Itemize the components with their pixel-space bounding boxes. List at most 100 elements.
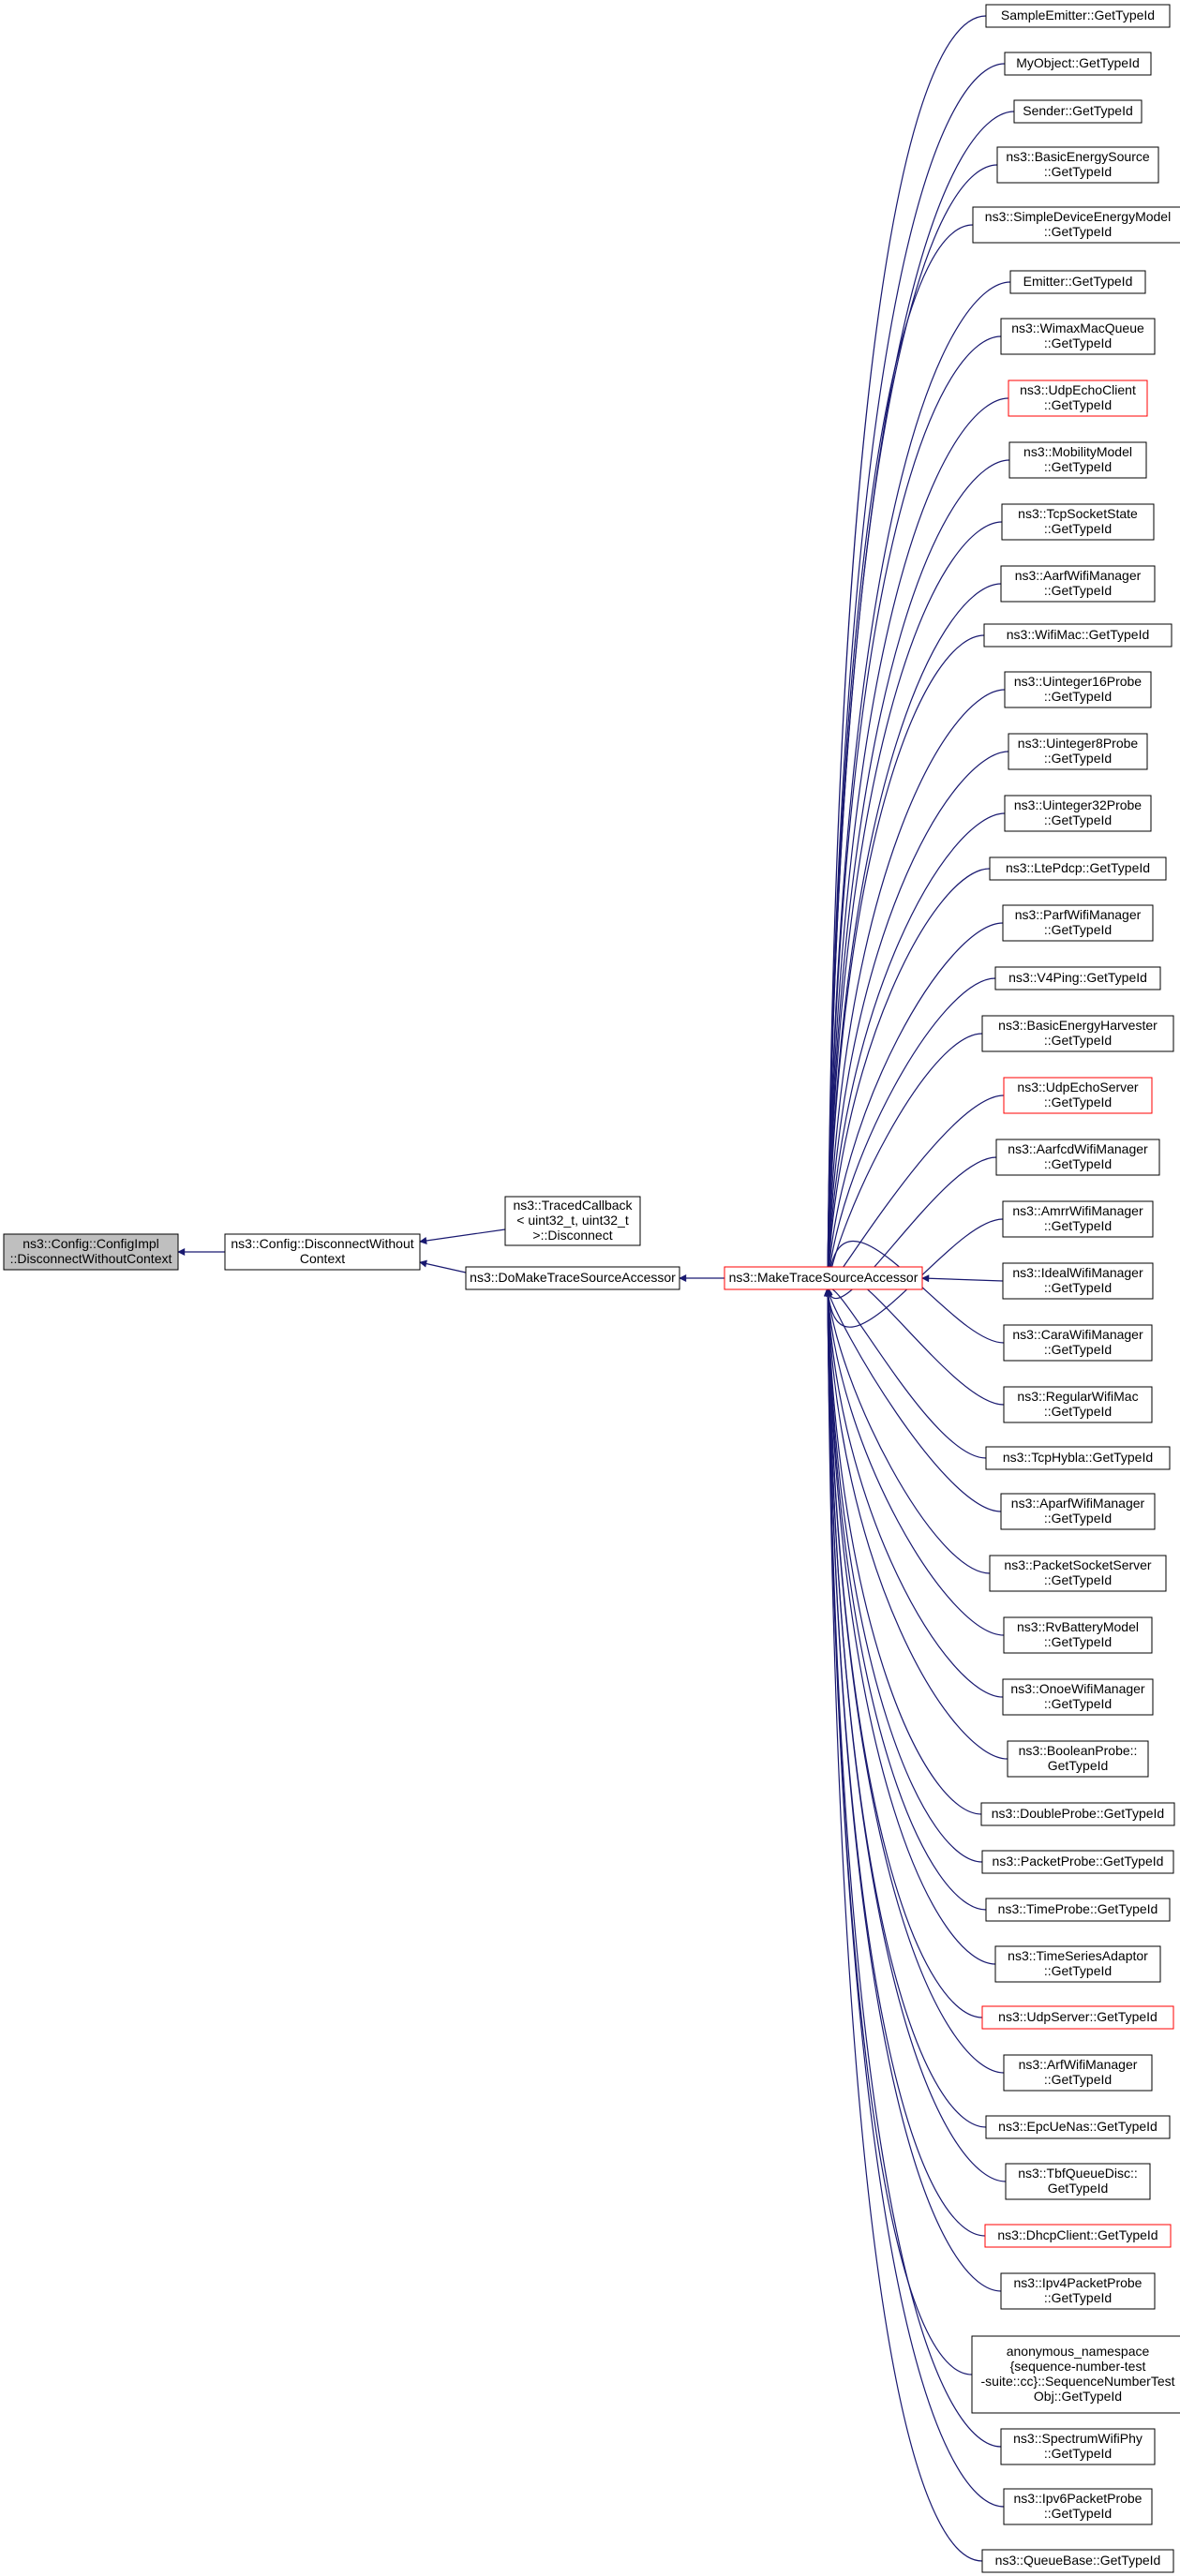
node-caller[interactable]: ns3::Uinteger8Probe::GetTypeId [1008,733,1148,770]
node-caller[interactable]: ns3::Uinteger32Probe::GetTypeId [1004,795,1152,832]
node-do-make-trace-source-accessor[interactable]: ns3::DoMakeTraceSourceAccessor [465,1266,680,1290]
node-caller-box [994,1945,1161,1983]
node-caller[interactable]: MyObject::GetTypeId [1004,52,1152,76]
edge-caller-to-make [824,1288,1005,2074]
node-caller[interactable]: ns3::Ipv6PacketProbe::GetTypeId [1003,2488,1153,2525]
node-config-impl-disconnect-without-context[interactable]: ns3::Config::ConfigImpl::DisconnectWitho… [3,1233,179,1271]
node-caller[interactable]: Emitter::GetTypeId [1009,270,1146,294]
node-caller[interactable]: ns3::AarfWifiManager::GetTypeId [1000,565,1156,603]
node-caller-box [1000,318,1156,355]
node-caller[interactable]: Sender::GetTypeId [1013,99,1143,124]
edges-layer [177,15,1015,2562]
node-caller-box [1002,1678,1154,1716]
node-caller[interactable]: ns3::BasicEnergySource::GetTypeId [996,146,1159,184]
node-caller[interactable]: ns3::QueueBase::GetTypeId [981,2549,1174,2573]
node-caller-box [981,1015,1174,1052]
edge-caller-to-make [824,1288,987,1911]
node-caller[interactable]: ns3::TcpHybla::GetTypeId [985,1446,1171,1470]
node-caller[interactable]: ns3::V4Ping::GetTypeId [994,966,1161,990]
node-caller-label-line: Sender::GetTypeId [1023,103,1133,118]
node-caller-label-line: ns3::BooleanProbe:: [1019,1743,1138,1758]
node-caller-label-line: ns3::RvBatteryModel [1017,1619,1139,1634]
node-caller-label-line: anonymous_namespace [1007,2344,1150,2359]
node-caller-label-line: ns3::QueueBase::GetTypeId [995,2553,1161,2568]
node-caller[interactable]: ns3::LtePdcp::GetTypeId [989,856,1167,881]
node-caller-label-line: ::GetTypeId [1044,2072,1112,2087]
node-caller[interactable]: ns3::AarfcdWifiManager::GetTypeId [995,1139,1160,1176]
node-caller[interactable]: ns3::OnoeWifiManager::GetTypeId [1002,1678,1154,1716]
node-caller[interactable]: ns3::CaraWifiManager::GetTypeId [1003,1324,1153,1362]
node-caller[interactable]: ns3::SimpleDeviceEnergyModel::GetTypeId [972,206,1180,244]
node-caller[interactable]: ns3::TimeSeriesAdaptor::GetTypeId [994,1945,1161,1983]
node-caller[interactable]: ns3::DoubleProbe::GetTypeId [980,1802,1175,1826]
node-caller-label-line: ::GetTypeId [1044,1156,1112,1171]
node-caller[interactable]: ns3::DhcpClient::GetTypeId [984,2224,1172,2248]
node-config-disconnect-without-context[interactable]: ns3::Config::DisconnectWithoutContext [224,1233,421,1271]
node-caller-box [1000,2428,1156,2465]
node-caller[interactable]: ns3::PacketSocketServer::GetTypeId [989,1555,1167,1592]
node-caller[interactable]: ns3::UdpEchoClient::GetTypeId [1008,380,1148,417]
node-caller[interactable]: ns3::MobilityModel::GetTypeId [1008,441,1147,479]
node-caller-box [995,1139,1160,1176]
node-caller[interactable]: ns3::SpectrumWifiPhy::GetTypeId [1000,2428,1156,2465]
node-caller-label-line: ::GetTypeId [1044,335,1112,350]
node-caller-label-line: ns3::OnoeWifiManager [1010,1681,1145,1696]
node-caller[interactable]: SampleEmitter::GetTypeId [985,4,1171,28]
edge-caller-to-make [824,459,1010,1288]
edge-caller-to-make [824,1288,983,2562]
node-caller[interactable]: ns3::BasicEnergyHarvester::GetTypeId [981,1015,1174,1052]
node-caller[interactable]: ns3::AparfWifiManager::GetTypeId [1000,1493,1156,1530]
node-config-impl-disconnect-without-context-label-line: ::DisconnectWithoutContext [10,1251,172,1266]
node-caller[interactable]: ns3::EpcUeNas::GetTypeId [985,2115,1171,2139]
edge-caller-to-make [824,1288,986,2237]
node-caller-box [981,2005,1174,2030]
node-caller-label-line: ::GetTypeId [1044,1963,1112,1978]
node-traced-callback-disconnect-label-line: >::Disconnect [532,1228,612,1243]
node-caller[interactable]: ns3::Ipv4PacketProbe::GetTypeId [1000,2272,1156,2310]
node-caller[interactable]: ns3::UdpEchoServer::GetTypeId [1003,1077,1153,1114]
edge-caller-to-make [824,689,1006,1288]
node-caller[interactable]: ns3::ArfWifiManager::GetTypeId [1003,2054,1153,2092]
node-caller[interactable]: anonymous_namespace{sequence-number-test… [971,2335,1180,2414]
node-caller-box [985,1898,1171,1922]
node-caller[interactable]: ns3::WifiMac::GetTypeId [983,623,1173,648]
node-config-disconnect-without-context-label-line: ns3::Config::DisconnectWithout [231,1236,413,1251]
node-caller[interactable]: ns3::PacketProbe::GetTypeId [981,1850,1174,1874]
node-caller-label-line: SampleEmitter::GetTypeId [1001,7,1155,22]
node-caller[interactable]: ns3::BooleanProbe::GetTypeId [1007,1740,1149,1778]
node-caller[interactable]: ns3::TcpSocketState::GetTypeId [1001,503,1155,541]
node-caller[interactable]: ns3::RegularWifiMac::GetTypeId [1003,1386,1153,1423]
node-caller[interactable]: ns3::WimaxMacQueue::GetTypeId [1000,318,1156,355]
node-caller-box [989,1555,1167,1592]
node-caller[interactable]: ns3::TimeProbe::GetTypeId [985,1898,1171,1922]
node-caller[interactable]: ns3::Uinteger16Probe::GetTypeId [1004,671,1152,708]
node-caller-box [1000,565,1156,603]
node-caller-box [985,4,1171,28]
node-do-make-trace-source-accessor-label-line: ns3::DoMakeTraceSourceAccessor [470,1270,676,1285]
node-caller-label-line: ns3::UdpEchoClient [1020,382,1136,397]
node-caller[interactable]: ns3::TbfQueueDisc::GetTypeId [1005,2163,1151,2200]
node-caller-box [1000,1493,1156,1530]
edge-caller-to-make [921,1274,1004,1283]
node-caller[interactable]: ns3::RvBatteryModel::GetTypeId [1003,1616,1153,1654]
node-caller-label-line: ::GetTypeId [1044,1280,1112,1295]
node-caller-label-line: ::GetTypeId [1044,1033,1112,1048]
node-caller-label-line: ns3::TimeSeriesAdaptor [1008,1948,1148,1963]
node-make-trace-source-accessor[interactable]: ns3::MakeTraceSourceAccessor [724,1266,923,1290]
node-traced-callback-disconnect-label-line: ns3::TracedCallback [513,1198,633,1213]
node-traced-callback-disconnect[interactable]: ns3::TracedCallback< uint32_t, uint32_t>… [504,1196,641,1246]
node-make-trace-source-accessor-box [724,1266,923,1290]
node-caller-box [996,146,1159,184]
nodes-layer: ns3::Config::ConfigImpl::DisconnectWitho… [3,4,1180,2573]
node-caller-box [1013,99,1143,124]
node-caller[interactable]: ns3::ParfWifiManager::GetTypeId [1002,904,1154,942]
node-caller-label-line: -suite::cc}::SequenceNumberTest [981,2374,1175,2389]
node-caller-box [981,1850,1174,1874]
node-caller[interactable]: ns3::UdpServer::GetTypeId [981,2005,1174,2030]
edge-traced-to-level1 [419,1228,506,1244]
node-caller-label-line: ns3::Ipv6PacketProbe [1014,2491,1143,2506]
node-caller[interactable]: ns3::AmrrWifiManager::GetTypeId [1002,1200,1154,1238]
node-caller-label-line: ns3::RegularWifiMac [1017,1389,1138,1404]
node-caller[interactable]: ns3::IdealWifiManager::GetTypeId [1002,1262,1154,1300]
